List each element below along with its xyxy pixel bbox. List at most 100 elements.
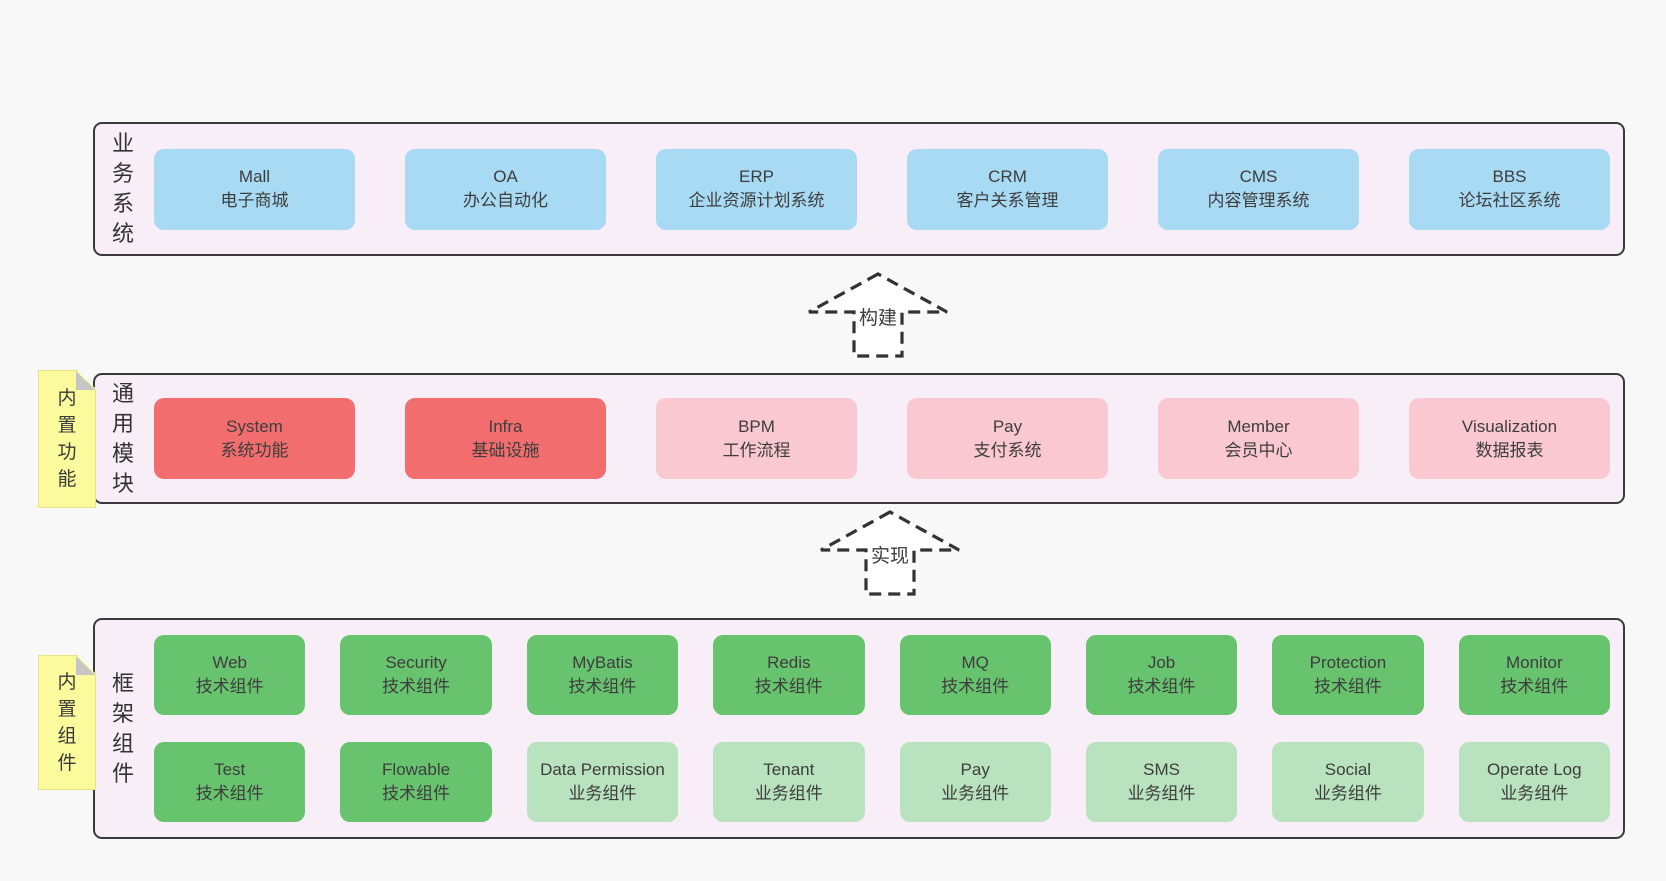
box-subtitle: 技术组件 xyxy=(195,784,264,803)
layer-common-modules: 通用模块 System 系统功能 Infra 基础设施 BPM 工作流程 Pay… xyxy=(93,373,1625,504)
box-redis: Redis 技术组件 xyxy=(713,635,865,715)
box-data-permission: Data Permission 业务组件 xyxy=(526,742,679,822)
box-subtitle: 企业资源计划系统 xyxy=(688,191,825,210)
box-operate-log: Operate Log 业务组件 xyxy=(1458,742,1610,822)
box-oa: OA 办公自动化 xyxy=(405,148,606,230)
box-title: Visualization xyxy=(1461,416,1558,436)
box-title: BPM xyxy=(738,416,775,436)
box-subtitle: 数据报表 xyxy=(1475,440,1544,460)
box-subtitle: 业务组件 xyxy=(941,784,1010,803)
box-title: Pay xyxy=(960,760,990,779)
sticky-note-builtin-components: 内置组件 xyxy=(38,655,96,790)
box-title: Infra xyxy=(488,416,523,436)
box-subtitle: 技术组件 xyxy=(1500,677,1569,696)
note-label: 内置功能 xyxy=(57,388,77,490)
box-title: MyBatis xyxy=(572,653,633,672)
box-title: Protection xyxy=(1309,653,1387,672)
box-title: Test xyxy=(214,760,246,779)
box-infra: Infra 基础设施 xyxy=(405,398,606,479)
box-subtitle: 会员中心 xyxy=(1224,440,1293,460)
box-erp: ERP 企业资源计划系统 xyxy=(656,148,857,230)
box-pay: Pay 支付系统 xyxy=(907,398,1108,479)
box-title: Mall xyxy=(238,167,271,186)
box-subtitle: 客户关系管理 xyxy=(956,191,1059,210)
box-title: BBS xyxy=(1492,167,1527,186)
box-subtitle: 基础设施 xyxy=(471,440,540,460)
box-title: Monitor xyxy=(1505,653,1563,672)
box-subtitle: 业务组件 xyxy=(754,784,823,803)
box-title: Tenant xyxy=(763,760,815,779)
box-title: System xyxy=(226,416,283,436)
box-title: Flowable xyxy=(382,760,451,779)
box-title: Security xyxy=(385,653,447,672)
box-subtitle: 技术组件 xyxy=(382,677,451,696)
box-sms: SMS 业务组件 xyxy=(1085,742,1238,822)
box-pay-biz: Pay 业务组件 xyxy=(899,742,1051,822)
layer-business-systems: 业务系统 Mall 电子商城 OA 办公自动化 ERP 企业资源计划系统 CRM… xyxy=(93,122,1625,256)
box-subtitle: 技术组件 xyxy=(941,677,1010,696)
box-subtitle: 工作流程 xyxy=(722,440,791,460)
box-cms: CMS 内容管理系统 xyxy=(1158,148,1359,230)
box-title: Data Permission xyxy=(540,760,665,779)
box-visualization: Visualization 数据报表 xyxy=(1409,398,1610,479)
box-title: Operate Log xyxy=(1487,760,1582,779)
modules-box-row: System 系统功能 Infra 基础设施 BPM 工作流程 Pay 支付系统… xyxy=(154,398,1610,479)
box-subtitle: 业务组件 xyxy=(1500,784,1569,803)
box-flowable: Flowable 技术组件 xyxy=(340,742,492,822)
arrow-build: 构建 xyxy=(803,270,953,360)
box-subtitle: 办公自动化 xyxy=(463,191,548,210)
box-title: SMS xyxy=(1143,760,1180,779)
box-title: MQ xyxy=(961,653,989,672)
box-title: Social xyxy=(1324,760,1372,779)
box-subtitle: 业务组件 xyxy=(568,784,637,803)
note-label: 内置组件 xyxy=(57,671,77,774)
box-tenant: Tenant 业务组件 xyxy=(713,742,865,822)
box-mq: MQ 技术组件 xyxy=(899,635,1051,715)
box-title: Member xyxy=(1227,416,1290,436)
sticky-note-builtin-features: 内置功能 xyxy=(38,370,96,508)
box-title: CMS xyxy=(1239,167,1278,186)
business-box-row: Mall 电子商城 OA 办公自动化 ERP 企业资源计划系统 CRM 客户关系… xyxy=(154,148,1610,230)
box-protection: Protection 技术组件 xyxy=(1272,635,1424,715)
layer-label-components: 框架组件 xyxy=(111,670,134,786)
box-subtitle: 技术组件 xyxy=(568,677,637,696)
box-mall: Mall 电子商城 xyxy=(154,148,355,230)
layer-framework-components: 框架组件 Web 技术组件 Security 技术组件 MyBatis 技术组件… xyxy=(93,618,1625,839)
box-subtitle: 技术组件 xyxy=(754,677,823,696)
box-subtitle: 电子商城 xyxy=(220,191,289,210)
arrow-implement: 实现 xyxy=(815,508,965,598)
box-job: Job 技术组件 xyxy=(1085,635,1238,715)
box-title: Web xyxy=(212,653,248,672)
box-title: Pay xyxy=(992,416,1023,436)
box-security: Security 技术组件 xyxy=(340,635,492,715)
box-test: Test 技术组件 xyxy=(154,742,306,822)
box-title: Job xyxy=(1147,653,1176,672)
box-subtitle: 论坛社区系统 xyxy=(1458,191,1561,210)
box-subtitle: 业务组件 xyxy=(1313,784,1382,803)
box-subtitle: 技术组件 xyxy=(1313,677,1382,696)
box-monitor: Monitor 技术组件 xyxy=(1458,635,1610,715)
box-title: ERP xyxy=(739,167,774,186)
box-bbs: BBS 论坛社区系统 xyxy=(1409,148,1610,230)
box-subtitle: 技术组件 xyxy=(1127,677,1196,696)
arrow-label: 构建 xyxy=(856,306,900,331)
box-subtitle: 技术组件 xyxy=(195,677,264,696)
box-bpm: BPM 工作流程 xyxy=(656,398,857,479)
components-box-grid: Web 技术组件 Security 技术组件 MyBatis 技术组件 Redi… xyxy=(154,635,1610,822)
box-web: Web 技术组件 xyxy=(154,635,306,715)
box-subtitle: 系统功能 xyxy=(220,440,289,460)
box-social: Social 业务组件 xyxy=(1272,742,1424,822)
box-subtitle: 内容管理系统 xyxy=(1207,191,1310,210)
layer-label-business: 业务系统 xyxy=(111,131,134,246)
layer-label-modules: 通用模块 xyxy=(111,380,134,496)
box-subtitle: 支付系统 xyxy=(973,440,1042,460)
box-title: CRM xyxy=(988,167,1027,186)
box-crm: CRM 客户关系管理 xyxy=(907,148,1108,230)
box-member: Member 会员中心 xyxy=(1158,398,1359,479)
box-system: System 系统功能 xyxy=(154,398,355,479)
box-title: OA xyxy=(493,167,518,186)
box-mybatis: MyBatis 技术组件 xyxy=(526,635,679,715)
box-subtitle: 技术组件 xyxy=(382,784,451,803)
box-subtitle: 业务组件 xyxy=(1127,784,1196,803)
